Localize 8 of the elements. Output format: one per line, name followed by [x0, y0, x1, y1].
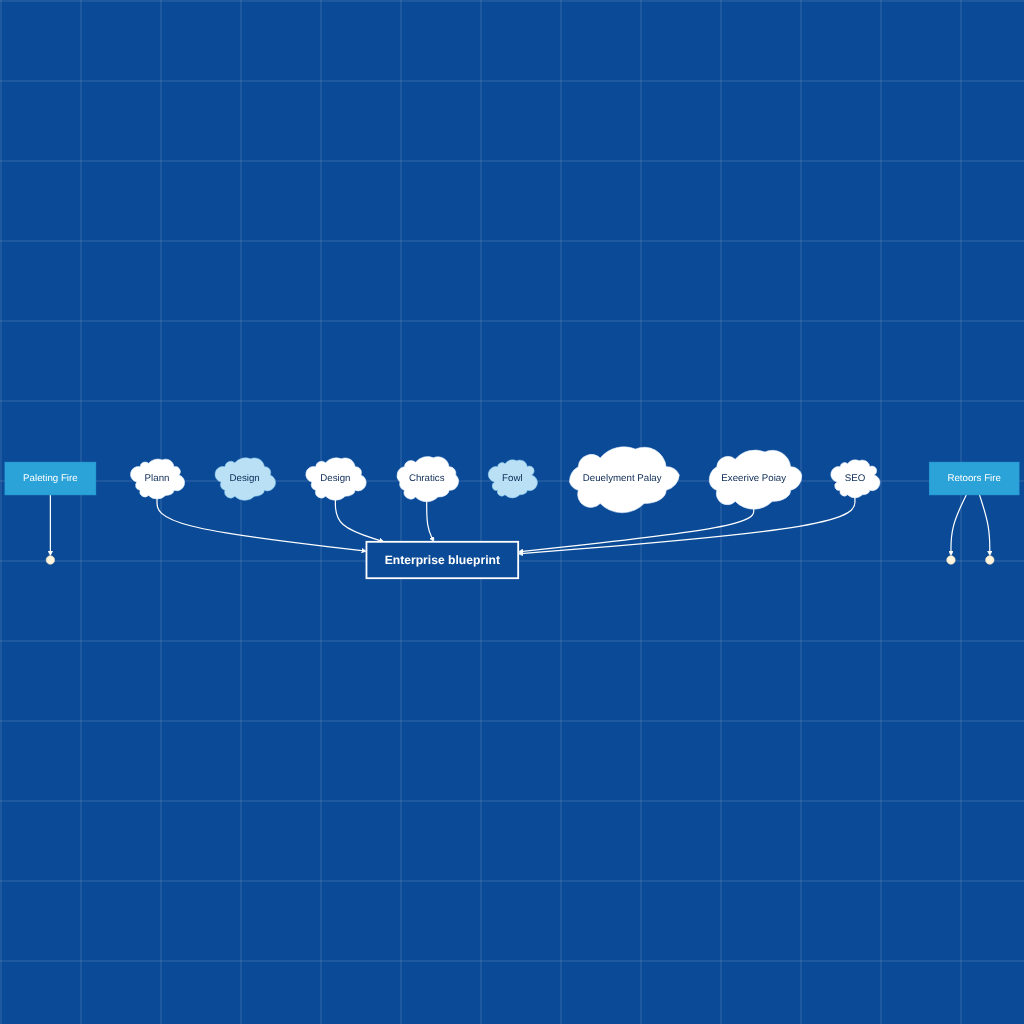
- arrow: [47, 493, 54, 556]
- arrow: [334, 498, 385, 543]
- arrow: [156, 497, 367, 553]
- arrow: [978, 493, 993, 556]
- arrow: [426, 499, 435, 542]
- arrow: [517, 506, 755, 554]
- arrow: [948, 493, 967, 556]
- arrow: [517, 496, 856, 556]
